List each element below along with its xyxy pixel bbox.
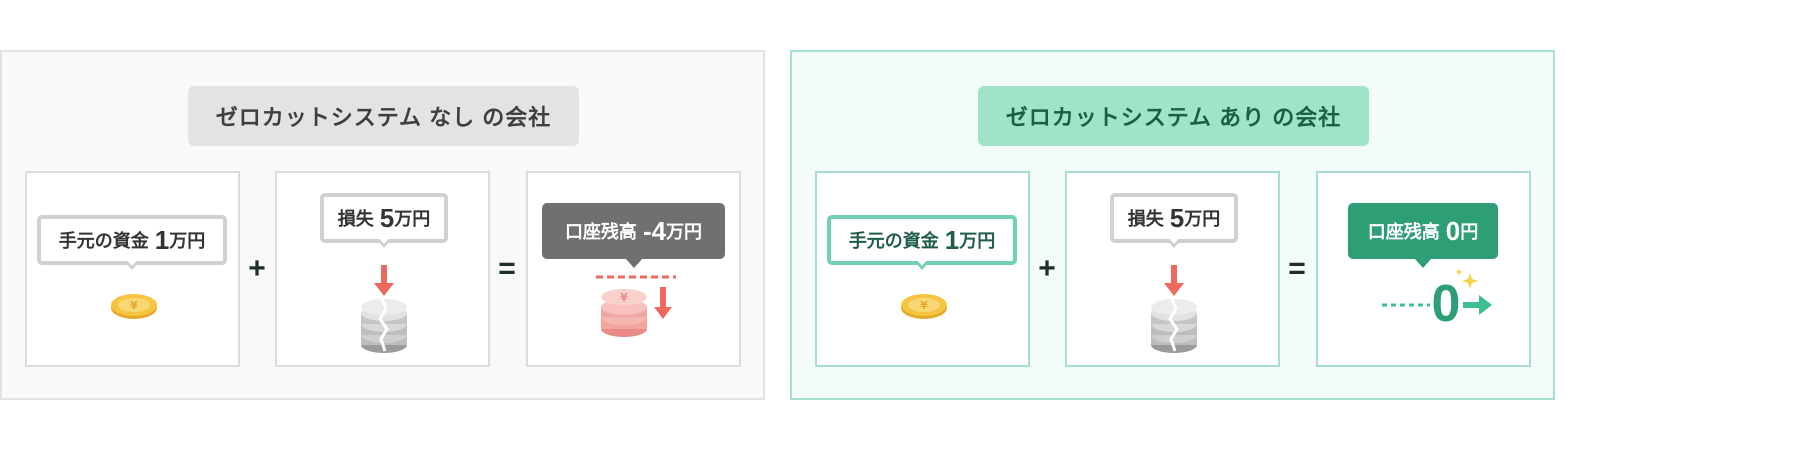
funds-unit: 万円 <box>959 231 996 251</box>
card-balance: 口座残高 0 円 0 <box>1316 171 1531 367</box>
bubble-funds: 手元の資金 1 万円 <box>37 215 227 270</box>
bubble-funds: 手元の資金 1 万円 <box>827 215 1017 270</box>
sparkle-icon <box>1455 269 1478 289</box>
funds-amount: 1 <box>944 224 960 255</box>
svg-text:¥: ¥ <box>130 299 138 312</box>
loss-label: 損失 <box>337 209 374 229</box>
zero-arrow-icon: 0 <box>1382 269 1492 329</box>
bubble-loss: 損失 5 万円 <box>320 193 448 248</box>
balance-amount: 0 <box>1445 215 1461 246</box>
funds-label: 手元の資金 <box>848 231 939 251</box>
balance-amount: -4 <box>642 215 667 246</box>
card-balance: 口座残高 -4 万円 ¥ <box>526 171 741 367</box>
balance-label: 口座残高 <box>1367 222 1440 242</box>
funds-amount: 1 <box>154 224 170 255</box>
heading-without-zero-cut: ゼロカットシステム なし の会社 <box>188 86 579 146</box>
svg-text:¥: ¥ <box>920 299 928 312</box>
bubble-balance: 口座残高 0 円 <box>1348 203 1498 268</box>
loss-unit: 万円 <box>394 209 431 229</box>
svg-text:¥: ¥ <box>620 291 628 304</box>
loss-unit: 万円 <box>1184 209 1221 229</box>
down-arrow-icon <box>1164 265 1184 296</box>
plus-operator: + <box>1038 252 1056 285</box>
yen-coin-icon: ¥ <box>111 294 157 319</box>
panel-with-zero-cut: ゼロカットシステム あり の会社 手元の資金 1 万円 ¥ + 損失 5 万円 <box>790 50 1555 400</box>
bubble-balance: 口座残高 -4 万円 <box>542 203 725 268</box>
plus-operator: + <box>248 252 266 285</box>
bubble-loss: 損失 5 万円 <box>1110 193 1238 248</box>
funds-label: 手元の資金 <box>58 231 149 251</box>
heading-with-zero-cut: ゼロカットシステム あり の会社 <box>978 86 1369 146</box>
balance-unit: 万円 <box>666 222 703 242</box>
card-funds: 手元の資金 1 万円 ¥ <box>815 171 1030 367</box>
zero-figure: 0 <box>1432 275 1461 329</box>
equals-operator: = <box>1288 252 1306 285</box>
panel-without-zero-cut: ゼロカットシステム なし の会社 手元の資金 1 万円 ¥ + 損失 5 万円 <box>0 50 765 400</box>
balance-label: 口座残高 <box>564 222 637 242</box>
card-funds: 手元の資金 1 万円 ¥ <box>25 171 240 367</box>
funds-unit: 万円 <box>169 231 206 251</box>
card-loss: 損失 5 万円 <box>1065 171 1280 367</box>
loss-label: 損失 <box>1127 209 1164 229</box>
equals-operator: = <box>498 252 516 285</box>
down-arrow-icon <box>374 265 394 296</box>
card-loss: 損失 5 万円 <box>275 171 490 367</box>
loss-amount: 5 <box>379 202 395 233</box>
loss-amount: 5 <box>1169 202 1185 233</box>
yen-coin-icon: ¥ <box>901 294 947 319</box>
broken-coin-stack-icon <box>361 298 407 353</box>
balance-unit: 円 <box>1460 222 1479 242</box>
red-coin-stack-icon: ¥ <box>596 275 676 337</box>
broken-coin-stack-icon <box>1151 298 1197 353</box>
